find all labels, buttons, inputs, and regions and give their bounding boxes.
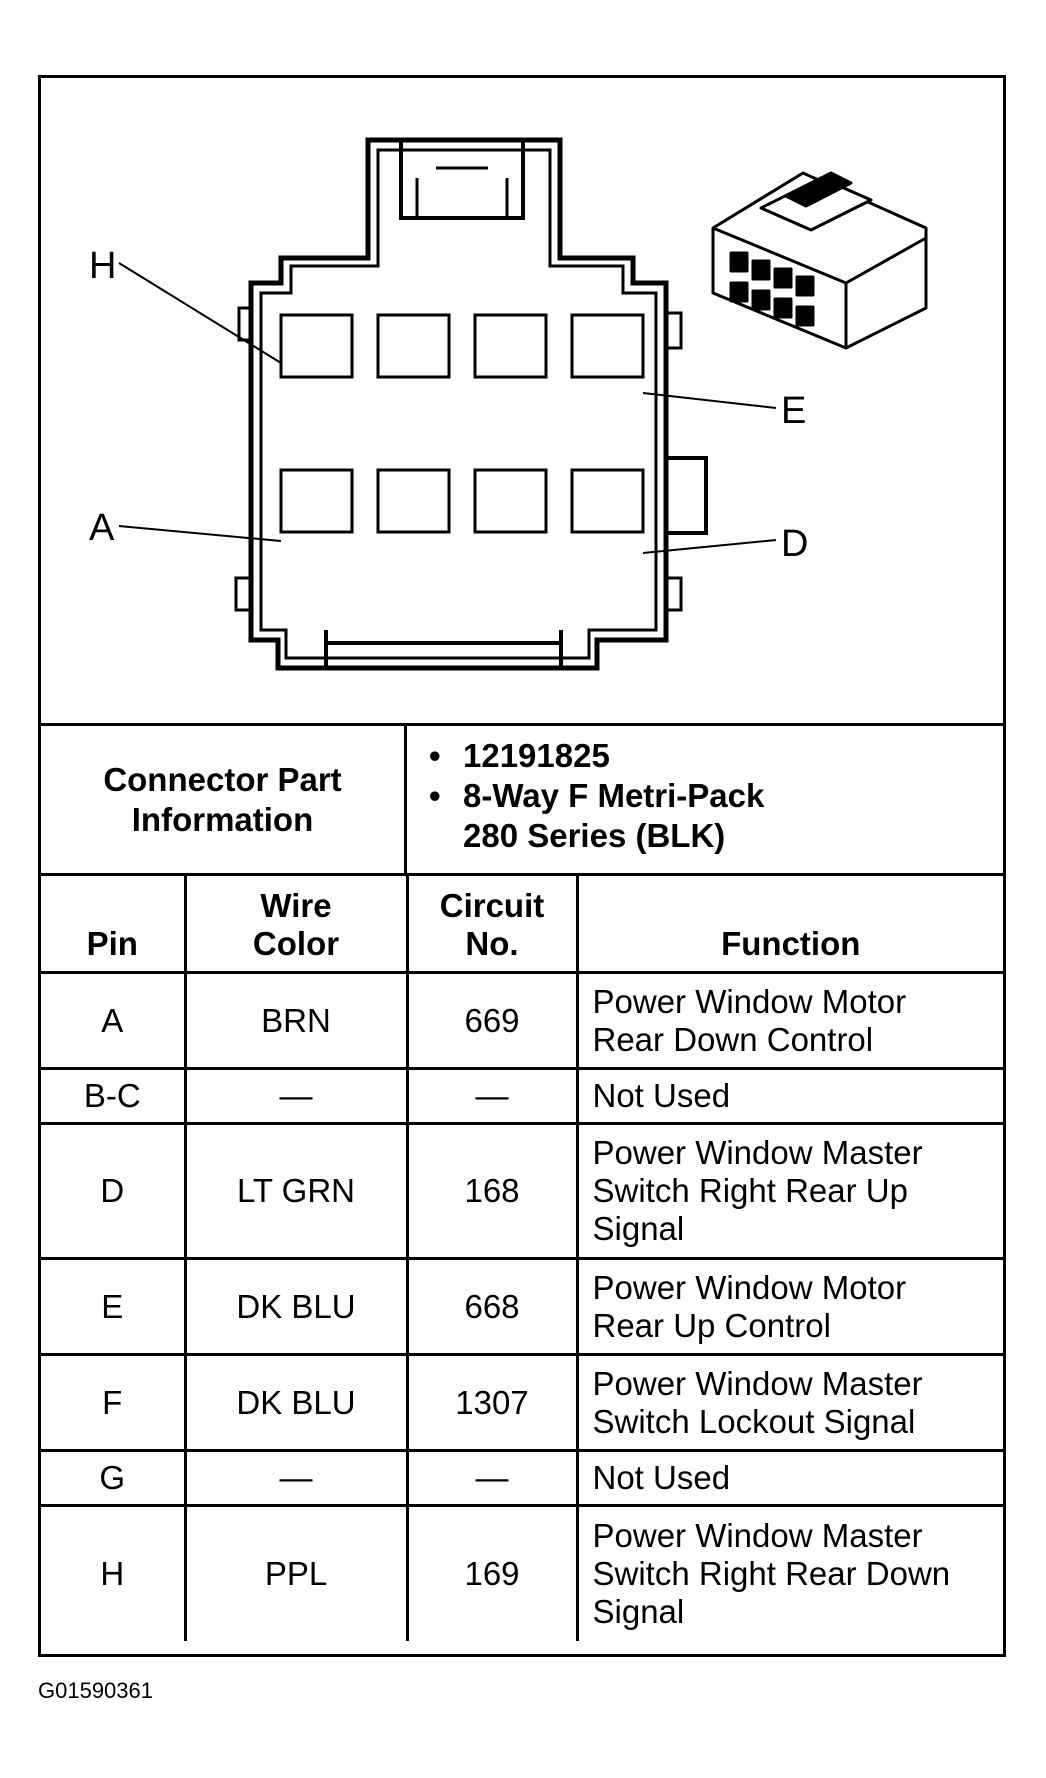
cavity-d [570,468,645,534]
function-line: Rear Up Control [592,1306,831,1344]
function-cell: Not Used [577,1067,1003,1124]
table-row: B-C——Not Used [41,1067,1003,1124]
circuit-no-cell: — [407,1067,579,1124]
function-line: Rear Down Control [592,1020,874,1058]
wire-color-cell: — [185,1067,409,1124]
circuit-no-cell: 168 [407,1122,579,1259]
function-line: Power Window Motor [592,982,907,1020]
connector-description-line1: 8-Way F Metri-Pack [429,776,1003,816]
pin-label-a: A [89,507,115,549]
cavity-a [279,468,354,534]
function-line: Switch Lockout Signal [592,1402,916,1440]
function-line: Switch Right Rear Down [592,1554,951,1592]
circuit-no-cell: 169 [407,1504,579,1641]
pin-cell: H [41,1504,187,1641]
function-line: Power Window Master [592,1516,923,1554]
connector-latch [399,140,525,220]
pin-cell: G [41,1449,187,1506]
function-line: Power Window Master [592,1134,923,1171]
wire-color-cell: PPL [185,1504,409,1641]
table-row: G——Not Used [41,1449,1003,1506]
pin-cell: E [41,1257,187,1355]
cavity-c [473,468,548,534]
connector-part-number: 12191825 [429,736,1003,776]
function-cell: Not Used [577,1449,1003,1506]
function-line: Power Window Master [592,1364,923,1402]
function-line: Signal [592,1210,685,1247]
connector-side-notch [666,456,708,535]
wire-color-cell: BRN [185,971,409,1069]
function-line: Not Used [592,1459,731,1496]
cavity-e [570,313,645,379]
connector-description-line2: 280 Series (BLK) [463,817,726,854]
circuit-no-cell: 669 [407,971,579,1069]
pin-cell: B-C [41,1067,187,1124]
connector-info-label-line2: Information [131,800,314,838]
figure-code: G01590361 [38,1678,153,1703]
connector-diagram-frame: H E A D Connector Part Information 12191… [38,75,1006,1657]
pin-label-e: E [781,390,806,432]
pin-cell: A [41,971,187,1069]
leader-line-a [118,525,282,542]
connector-isometric-view [711,171,928,350]
pin-label-h: H [89,245,116,287]
connector-bottom-rail [324,630,563,668]
connector-info-label: Connector Part Information [41,726,407,873]
header-pin: Pin [41,873,187,973]
leader-line-d [642,539,777,554]
circuit-no-cell: 1307 [407,1353,579,1451]
header-function: Function [577,873,1003,973]
function-line: Not Used [592,1077,731,1114]
leader-line-h [118,262,282,364]
circuit-no-cell: 668 [407,1257,579,1355]
function-line: Power Window Motor [592,1268,907,1306]
connector-info-section: Connector Part Information 12191825 8-Wa… [41,723,1003,873]
connector-body-outline [248,137,669,671]
pin-cell: F [41,1353,187,1451]
function-line: Switch Right Rear Up [592,1172,908,1209]
leader-line-e [642,392,777,409]
pin-label-d: D [781,523,808,565]
function-line: Signal [592,1592,685,1630]
wire-color-cell: DK BLU [185,1353,409,1451]
connector-body-inner [259,148,658,660]
circuit-no-cell: — [407,1449,579,1506]
wire-color-cell: LT GRN [185,1122,409,1259]
connector-info-values: 12191825 8-Way F Metri-Pack 280 Series (… [407,726,1003,873]
wire-color-cell: DK BLU [185,1257,409,1355]
wire-color-cell: — [185,1449,409,1506]
cavity-f [473,313,548,379]
connector-face-diagram: H E A D [89,137,928,671]
cavity-g [376,313,451,379]
cavity-h [279,313,354,379]
pin-cell: D [41,1122,187,1259]
connector-info-label-line1: Connector Part [103,760,342,798]
cavity-b [376,468,451,534]
